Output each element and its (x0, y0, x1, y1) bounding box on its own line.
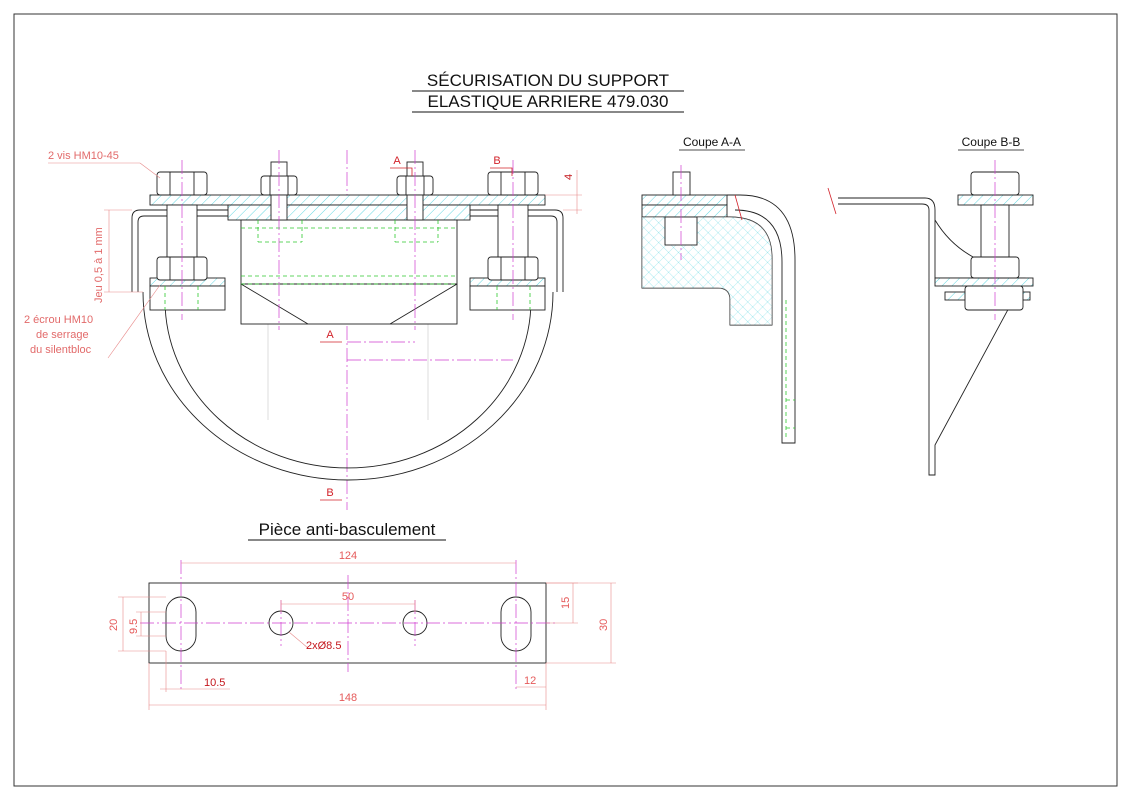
dim-10-5-label: 10.5 (204, 677, 225, 689)
nut-label-line-2: de serrage (36, 329, 89, 341)
cut-label-b-top: B (493, 155, 500, 167)
anti-tilt-part-view: Pièce anti-basculement 124 50 148 10. (108, 520, 616, 710)
semicircle-outer (142, 291, 554, 481)
section-b-top-plate (957, 194, 1034, 206)
dim-4-label: 4 (563, 174, 575, 180)
nut-label-line-1: 2 écrou HM10 (24, 314, 93, 326)
cut-label-a-mid: A (326, 329, 334, 341)
section-b-nut-lower (964, 285, 1024, 311)
sheet-frame (13, 13, 1118, 787)
section-a-a: Coupe A-A (641, 135, 796, 444)
section-a-bracket-outer (727, 194, 796, 444)
central-block (240, 219, 458, 325)
lower-block-right (469, 285, 546, 311)
hole-diameter-leader (288, 631, 309, 649)
dim-15-label: 15 (560, 597, 572, 609)
section-b-bracket (838, 197, 1026, 476)
cut-label-a-top: A (393, 155, 401, 167)
semicircle-inner (164, 299, 532, 469)
dim-124-label: 124 (339, 550, 357, 562)
cut-label-b-bottom: B (326, 487, 333, 499)
bolt-right (487, 160, 539, 320)
play-label: Jeu 0,5 à 1 mm (93, 227, 105, 303)
dim-50-label: 50 (342, 591, 354, 603)
section-b-break (827, 187, 837, 215)
top-plate (149, 194, 546, 206)
dim-148-label: 148 (339, 692, 357, 704)
screws-leader-arrow (139, 162, 161, 179)
cut-line-b-top (490, 167, 513, 176)
dim-12-label: 12 (524, 675, 536, 687)
section-a-top-plate (641, 194, 728, 206)
section-b-gusset (934, 219, 976, 259)
front-view: A B A B 4 Jeu 0,5 à 1 mm 2 vis HM10-45 2… (24, 150, 582, 510)
stud-right (396, 150, 434, 330)
hole-diameter-label: 2xØ8.5 (306, 640, 341, 652)
section-b-lower-plate (934, 277, 1034, 287)
lower-block-left (149, 285, 226, 311)
bolt-left (156, 160, 208, 320)
title-line-1: SÉCURISATION DU SUPPORT (427, 71, 669, 90)
section-a-break (734, 194, 743, 221)
anti-tilt-plate (227, 204, 471, 221)
dim-9-5-label: 9.5 (128, 619, 140, 634)
section-a-a-title: Coupe A-A (683, 135, 741, 149)
nut-label-line-3: du silentbloc (30, 344, 92, 356)
section-b-b-title: Coupe B-B (962, 135, 1021, 149)
dim-30-label: 30 (598, 619, 610, 631)
part-title: Pièce anti-basculement (259, 520, 436, 539)
nut-leader-line (107, 284, 161, 359)
stud-left (260, 150, 298, 330)
cut-line-a-top (390, 167, 413, 176)
section-a-mid-plate (641, 204, 728, 218)
section-a-rubber-block-overlay (642, 217, 772, 325)
section-a-stud-top (672, 171, 691, 196)
section-b-b: Coupe B-B (827, 135, 1034, 476)
title-line-2: ELASTIQUE ARRIERE 479.030 (428, 92, 669, 111)
dim-20-label: 20 (108, 619, 120, 631)
screws-label: 2 vis HM10-45 (48, 150, 119, 162)
